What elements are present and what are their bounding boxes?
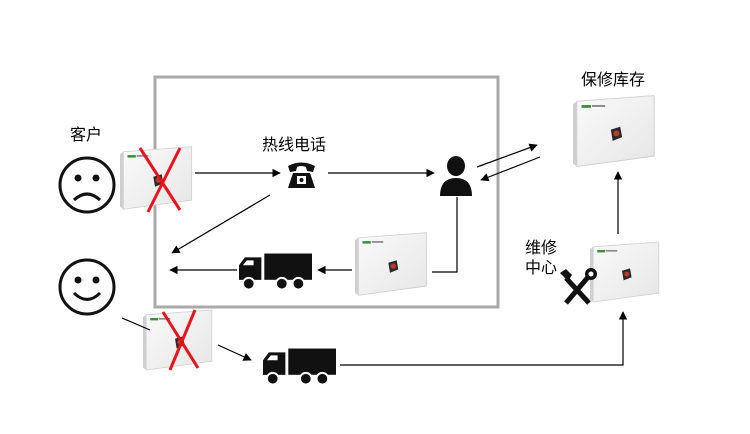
returned-inverter-icon bbox=[143, 309, 213, 371]
repair-center-inverter-icon bbox=[590, 241, 660, 303]
happy-face-icon bbox=[58, 258, 116, 316]
repair-center-label-line2: 中心 bbox=[525, 258, 558, 277]
arrow-box-to-customer bbox=[171, 194, 271, 254]
warranty-stock-inverter-icon bbox=[573, 95, 655, 167]
tools-icon bbox=[560, 268, 597, 305]
telephone-icon bbox=[288, 162, 315, 188]
repair-center-label-line1: 维修 bbox=[525, 238, 558, 257]
repair-center-label: 维修 中心 bbox=[525, 238, 565, 278]
replacement-inverter-icon bbox=[355, 232, 428, 296]
arrow-inverter-to-truck bbox=[217, 344, 252, 361]
sad-face-icon bbox=[58, 156, 116, 214]
arrow-customer-to-return bbox=[121, 317, 151, 331]
warranty-stock-label: 保修库存 bbox=[581, 70, 646, 89]
arrow-person-to-stock bbox=[476, 143, 538, 168]
person-icon bbox=[440, 156, 472, 196]
hotline-label: 热线电话 bbox=[262, 135, 327, 154]
customer-label: 客户 bbox=[70, 125, 103, 144]
return-truck-icon bbox=[263, 348, 336, 386]
arrow-stock-to-person bbox=[480, 156, 541, 182]
arrow-person-to-replacement bbox=[432, 197, 458, 273]
arrow-truck-to-repair bbox=[340, 311, 628, 366]
faulty-inverter-icon bbox=[120, 146, 193, 210]
red-cross-icon bbox=[161, 309, 200, 371]
delivery-truck-icon bbox=[239, 253, 312, 291]
red-cross-icon bbox=[138, 147, 182, 213]
